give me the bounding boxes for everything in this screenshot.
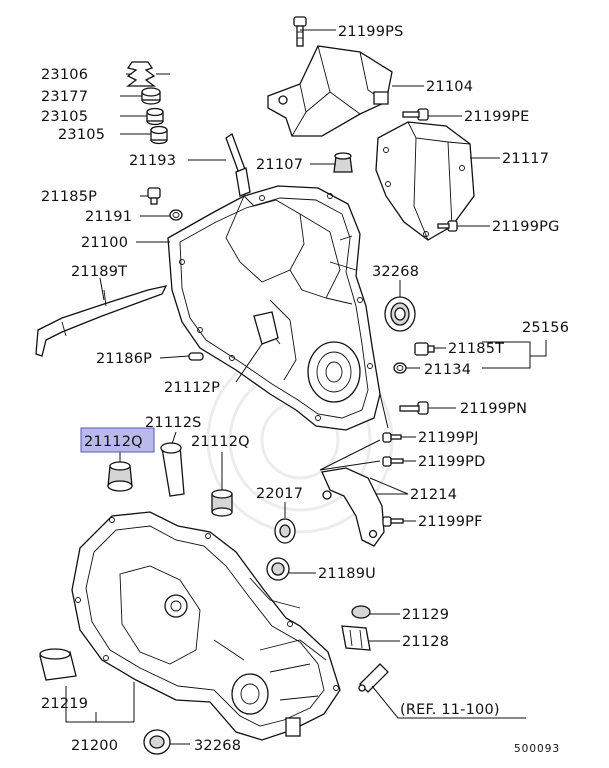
- mount-bracket-21104-icon[interactable]: [267, 45, 393, 137]
- label-21199PG[interactable]: 21199PG: [492, 219, 560, 235]
- label-21191[interactable]: 21191: [85, 209, 132, 225]
- label-ref-11-100[interactable]: (REF. 11-100): [400, 702, 500, 718]
- label-21112Q[interactable]: 21112Q: [191, 434, 250, 450]
- label-21107[interactable]: 21107: [256, 157, 303, 173]
- diagram-code: 500093: [514, 743, 560, 755]
- plate-21112P-icon[interactable]: [253, 311, 279, 345]
- bushing-23177-icon[interactable]: [141, 87, 161, 105]
- bolt-21199PD-icon[interactable]: [382, 456, 404, 467]
- sleeve-21219-icon[interactable]: [39, 648, 77, 681]
- label-21189U[interactable]: 21189U: [318, 566, 376, 582]
- label-21199PJ[interactable]: 21199PJ: [418, 430, 479, 446]
- label-21128[interactable]: 21128: [402, 634, 449, 650]
- label-21199PN[interactable]: 21199PN: [460, 401, 527, 417]
- bracket-21189T-icon[interactable]: [35, 285, 168, 357]
- seal-22017-icon[interactable]: [274, 518, 296, 544]
- label-21112Q-highlighted[interactable]: 21112Q: [84, 434, 143, 450]
- label-21112P[interactable]: 21112P: [164, 380, 220, 396]
- bolt-21199PF-icon[interactable]: [382, 516, 404, 527]
- label-21129[interactable]: 21129: [402, 607, 449, 623]
- plug-21185T-icon[interactable]: [414, 342, 435, 356]
- label-21214[interactable]: 21214: [410, 487, 457, 503]
- part-21129-icon[interactable]: [351, 605, 371, 619]
- seal-32268a-icon[interactable]: [384, 296, 416, 332]
- bolt-21199PS-icon[interactable]: [293, 16, 307, 47]
- seal-32268b-icon[interactable]: [143, 729, 171, 755]
- label-21199PS[interactable]: 21199PS: [338, 24, 403, 40]
- bushing-23105-icon[interactable]: [146, 107, 164, 126]
- label-21112S[interactable]: 21112S: [145, 415, 202, 431]
- transaxle-case-21100-icon[interactable]: [167, 185, 381, 431]
- label-21200[interactable]: 21200: [71, 738, 118, 754]
- label-21199PE[interactable]: 21199PE: [464, 109, 529, 125]
- ref-11-100-part-icon: [358, 663, 389, 693]
- label-23106[interactable]: 23106: [41, 67, 88, 83]
- label-21185T[interactable]: 21185T: [448, 341, 504, 357]
- label-21134[interactable]: 21134: [424, 362, 471, 378]
- part-21189U-icon[interactable]: [266, 557, 290, 581]
- bushing-21112Q-left-icon[interactable]: [107, 461, 133, 492]
- label-21219[interactable]: 21219: [41, 696, 88, 712]
- bushing-21112Q-right-icon[interactable]: [211, 489, 233, 517]
- label-21117[interactable]: 21117: [502, 151, 549, 167]
- label-23177[interactable]: 23177: [41, 89, 88, 105]
- bushing-23105b-icon[interactable]: [150, 125, 168, 145]
- label-23105-a[interactable]: 23105: [41, 109, 88, 125]
- rod-21193-icon[interactable]: [225, 133, 251, 197]
- label-23105-b[interactable]: 23105: [58, 127, 105, 143]
- label-22017[interactable]: 22017: [256, 486, 303, 502]
- label-21199PF[interactable]: 21199PF: [418, 514, 483, 530]
- label-32268-bottom[interactable]: 32268: [194, 738, 241, 754]
- bracket-21214-icon[interactable]: [321, 467, 385, 547]
- highlight-box-21112Q: [80, 427, 155, 453]
- label-32268-top[interactable]: 32268: [372, 264, 419, 280]
- washer-21191-icon[interactable]: [169, 209, 183, 221]
- washer-21134-icon[interactable]: [393, 362, 407, 374]
- boot-23106-icon[interactable]: [126, 61, 156, 87]
- label-21104[interactable]: 21104: [426, 79, 473, 95]
- sleeve-21112S-icon[interactable]: [160, 442, 185, 497]
- label-21186P[interactable]: 21186P: [96, 351, 152, 367]
- clutch-housing-21200-icon[interactable]: [71, 511, 341, 741]
- case-cover-21117-icon[interactable]: [375, 121, 475, 241]
- bolt-21199PN-icon[interactable]: [399, 401, 429, 415]
- pin-21186P-icon[interactable]: [188, 352, 204, 361]
- label-21189T[interactable]: 21189T: [71, 264, 127, 280]
- clip-21128-icon[interactable]: [341, 625, 371, 651]
- part-labels: 21199PS 23106 21104 23177 23105 21199PE …: [41, 24, 569, 755]
- label-25156[interactable]: 25156: [522, 320, 569, 336]
- label-21185P[interactable]: 21185P: [41, 189, 97, 205]
- label-21100[interactable]: 21100: [81, 235, 128, 251]
- cap-21107-icon[interactable]: [333, 152, 353, 173]
- plug-21185P-icon[interactable]: [147, 187, 161, 205]
- bolt-21199PE-icon[interactable]: [402, 108, 429, 121]
- leader-lines: [65, 29, 547, 745]
- label-21193[interactable]: 21193: [129, 153, 176, 169]
- label-21199PD[interactable]: 21199PD: [418, 454, 485, 470]
